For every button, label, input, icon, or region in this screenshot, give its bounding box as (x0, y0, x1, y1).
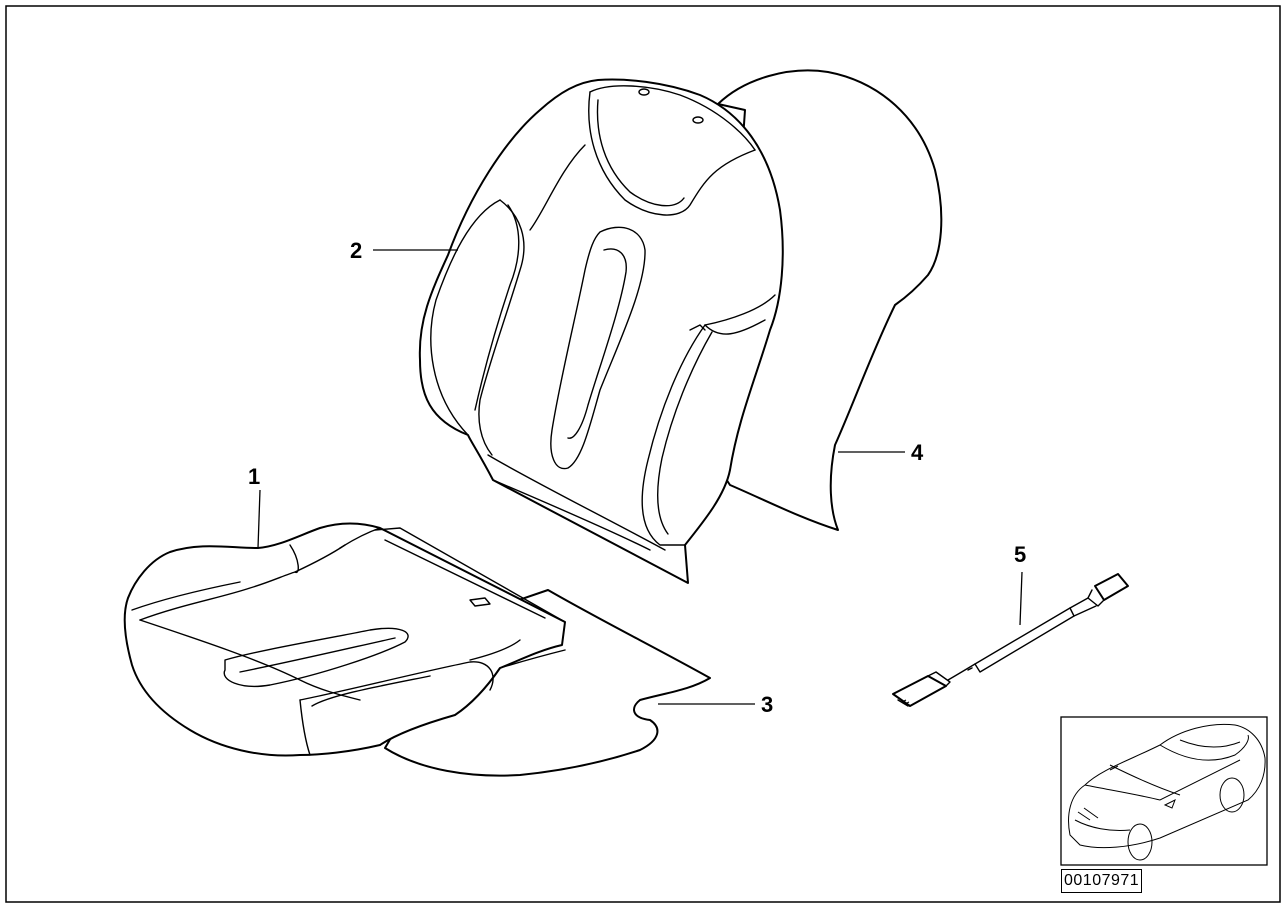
callout-5: 5 (1014, 542, 1026, 567)
diagram-frame (5, 5, 1281, 903)
callout-4: 4 (911, 440, 924, 465)
leader-lines (257, 249, 1023, 705)
callout-1: 1 (248, 464, 260, 489)
part-1-seat-cover[interactable] (123, 522, 566, 757)
callout-2: 2 (350, 238, 362, 263)
part-2-backrest-cover[interactable] (418, 78, 784, 584)
document-number: 00107971 (1061, 869, 1143, 893)
callout-3: 3 (761, 692, 773, 717)
car-thumbnail-icon (1060, 716, 1268, 866)
part-5-wiring-harness[interactable] (892, 573, 1129, 707)
